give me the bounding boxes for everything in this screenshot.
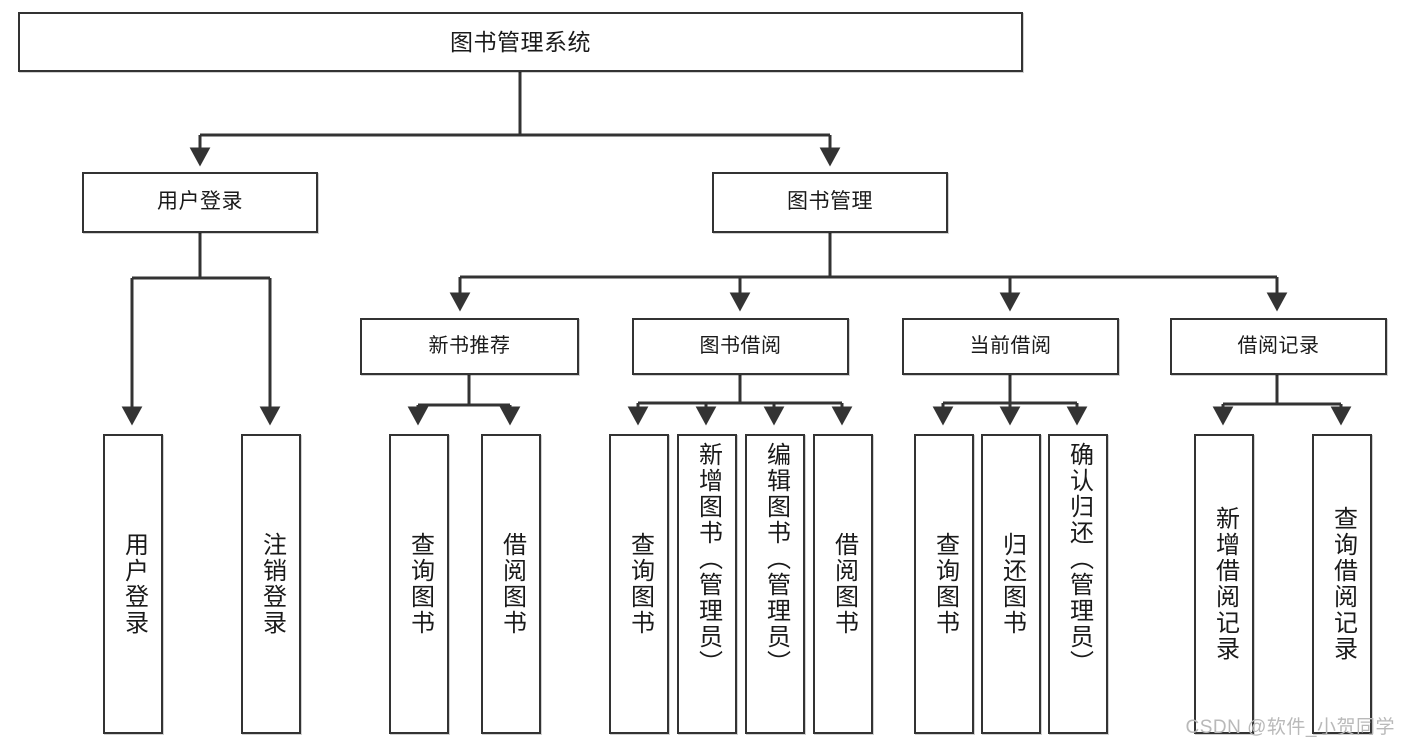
leaf-current-query-book[interactable]: 查询图书 xyxy=(914,434,974,734)
node-book-management[interactable]: 图书管理 xyxy=(712,172,948,233)
node-current-borrow-label: 当前借阅 xyxy=(969,334,1052,357)
node-borrow-records[interactable]: 借阅记录 xyxy=(1170,318,1387,375)
leaf-borrow-borrow-book-label: 借阅图书 xyxy=(830,532,858,636)
leaf-borrow-query-book[interactable]: 查询图书 xyxy=(609,434,669,734)
leaf-new-book-borrow[interactable]: 借阅图书 xyxy=(481,434,541,734)
node-book-borrow[interactable]: 图书借阅 xyxy=(632,318,849,375)
leaf-current-query-book-label: 查询图书 xyxy=(931,532,959,636)
node-current-borrow[interactable]: 当前借阅 xyxy=(902,318,1119,375)
leaf-current-confirm-return-label: 确认归还（管理员） xyxy=(1065,442,1093,676)
leaf-user-login-signin-label: 用户登录 xyxy=(120,532,148,636)
leaf-borrow-add-book[interactable]: 新增图书（管理员） xyxy=(677,434,737,734)
leaf-borrow-query-book-label: 查询图书 xyxy=(626,532,654,636)
node-user-login[interactable]: 用户登录 xyxy=(82,172,318,233)
node-book-management-label: 图书管理 xyxy=(787,190,873,214)
leaf-current-return-book[interactable]: 归还图书 xyxy=(981,434,1041,734)
leaf-user-login-signout[interactable]: 注销登录 xyxy=(241,434,301,734)
leaf-current-return-book-label: 归还图书 xyxy=(998,532,1026,636)
leaf-current-confirm-return[interactable]: 确认归还（管理员） xyxy=(1048,434,1108,734)
watermark: CSDN @软件_小贺同学 xyxy=(1185,717,1395,738)
node-root[interactable]: 图书管理系统 xyxy=(18,12,1023,72)
leaf-records-add-record[interactable]: 新增借阅记录 xyxy=(1194,434,1254,734)
leaf-new-book-borrow-label: 借阅图书 xyxy=(498,532,526,636)
leaf-records-query-record[interactable]: 查询借阅记录 xyxy=(1312,434,1372,734)
leaf-records-query-record-label: 查询借阅记录 xyxy=(1329,506,1357,662)
leaf-new-book-query-label: 查询图书 xyxy=(406,532,434,636)
leaf-borrow-add-book-label: 新增图书（管理员） xyxy=(694,442,722,676)
node-book-borrow-label: 图书借阅 xyxy=(699,334,782,357)
leaf-user-login-signin[interactable]: 用户登录 xyxy=(103,434,163,734)
node-root-label: 图书管理系统 xyxy=(450,28,591,55)
leaf-user-login-signout-label: 注销登录 xyxy=(258,532,286,636)
leaf-records-add-record-label: 新增借阅记录 xyxy=(1211,506,1239,662)
node-new-book-recommend[interactable]: 新书推荐 xyxy=(360,318,579,375)
node-new-book-recommend-label: 新书推荐 xyxy=(428,334,511,357)
node-user-login-label: 用户登录 xyxy=(157,190,243,214)
leaf-new-book-query[interactable]: 查询图书 xyxy=(389,434,449,734)
leaf-borrow-edit-book-label: 编辑图书（管理员） xyxy=(762,442,790,676)
leaf-borrow-borrow-book[interactable]: 借阅图书 xyxy=(813,434,873,734)
node-borrow-records-label: 借阅记录 xyxy=(1237,334,1320,357)
leaf-borrow-edit-book[interactable]: 编辑图书（管理员） xyxy=(745,434,805,734)
